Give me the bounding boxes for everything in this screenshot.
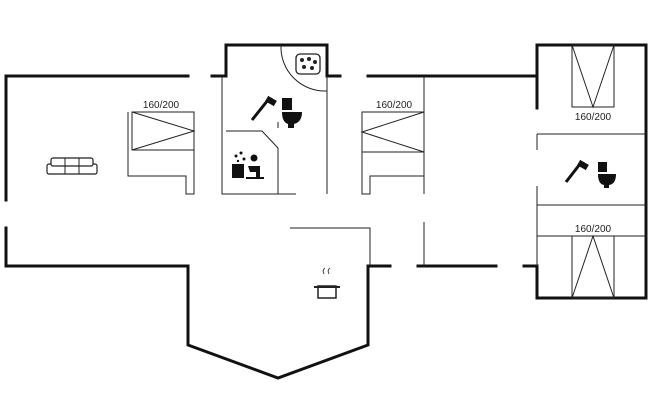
toilet-icon-right bbox=[598, 162, 616, 188]
bed-label-right-bottom: 160/200 bbox=[575, 224, 612, 235]
sauna-icon bbox=[232, 151, 264, 179]
sauna-wall bbox=[226, 130, 279, 194]
bed-label-right-top: 160/200 bbox=[575, 112, 612, 123]
sofa-icon bbox=[46, 157, 98, 175]
bathroom-left-wall bbox=[221, 76, 296, 195]
shower-icon-right bbox=[564, 159, 589, 183]
wall-bay bbox=[186, 264, 392, 380]
shower-icon bbox=[250, 95, 277, 121]
walls bbox=[4, 43, 648, 380]
left-bedroom-wall bbox=[127, 112, 195, 195]
bed-left bbox=[131, 111, 196, 151]
wall-right-wing-top bbox=[420, 43, 648, 300]
bed-label-middle: 160/200 bbox=[376, 100, 413, 111]
wall-bath-left bbox=[224, 43, 329, 78]
bed-right-bottom bbox=[571, 234, 615, 299]
wall-left-lower bbox=[4, 226, 190, 268]
bed-middle bbox=[360, 111, 425, 153]
kitchen-top-wall bbox=[290, 227, 371, 266]
middle-bedroom-wall bbox=[361, 112, 425, 195]
toilet-icon bbox=[282, 98, 302, 128]
cooking-pot-icon bbox=[314, 267, 340, 299]
bed-label-left: 160/200 bbox=[143, 100, 180, 111]
whirlpool-icon bbox=[295, 53, 321, 75]
bed-right-top bbox=[571, 44, 615, 109]
interior-walls bbox=[127, 44, 646, 266]
hot-tub-arc bbox=[280, 44, 328, 92]
